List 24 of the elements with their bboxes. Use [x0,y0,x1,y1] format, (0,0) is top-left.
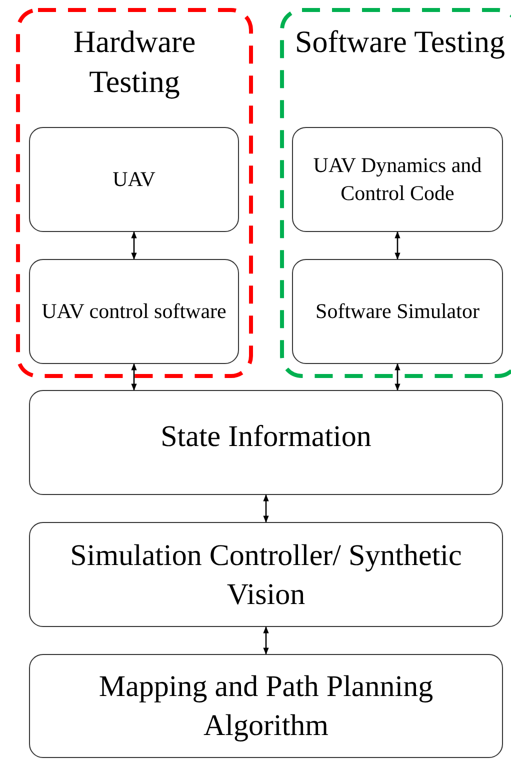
process-box [29,654,503,758]
box-label: State Information [160,419,372,455]
box-label: UAV Dynamics and Control Code [312,152,483,206]
double-arrow [131,231,137,260]
box-label: Software Simulator [316,298,480,325]
group-title: Software Testing [294,23,506,61]
process-box [29,522,503,627]
double-arrow [394,231,400,260]
process-box [29,259,239,364]
box-label: Simulation Controller/ Synthetic Vision [69,538,463,612]
dashed-group-frame [280,8,511,378]
double-arrow [131,363,137,391]
process-box [292,127,503,232]
double-arrow [263,626,269,655]
double-arrow [394,363,400,391]
double-arrow [263,494,269,523]
process-box [29,127,239,232]
process-box [29,390,503,495]
group-title: Hardware Testing [72,23,197,101]
box-label: UAV control software [42,298,226,325]
box-label: UAV [112,166,156,193]
process-box [292,259,503,364]
box-label: Mapping and Path Planning Algorithm [98,669,434,744]
dashed-group-frame [16,8,253,378]
